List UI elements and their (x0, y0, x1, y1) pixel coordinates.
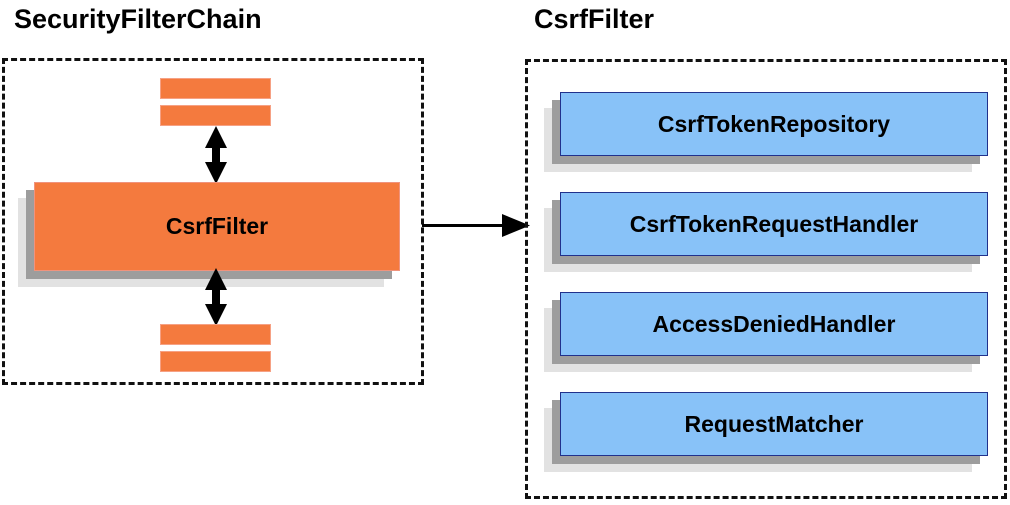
collaborator-request-matcher[interactable]: RequestMatcher (544, 392, 988, 472)
filter-bar-below-1 (160, 324, 271, 345)
collaborator-access-denied-handler[interactable]: AccessDeniedHandler (544, 292, 988, 372)
panel-title-security-filter-chain: SecurityFilterChain (14, 4, 262, 34)
group-box-security-filter-chain (2, 58, 424, 385)
arrow-above-icon (201, 126, 231, 184)
filter-bar-below-2 (160, 351, 271, 372)
expand-arrow-icon (422, 213, 530, 239)
collaborator-csrf-token-request-handler[interactable]: CsrfTokenRequestHandler (544, 192, 988, 272)
filter-bar-above-1 (160, 78, 271, 99)
block-csrf-filter[interactable]: CsrfFilter (18, 182, 400, 287)
block-csrf-filter-label: CsrfFilter (34, 182, 400, 271)
collaborator-label: CsrfTokenRequestHandler (560, 192, 988, 256)
collaborator-label: AccessDeniedHandler (560, 292, 988, 356)
collaborator-label: RequestMatcher (560, 392, 988, 456)
group-box-csrf-filter (525, 59, 1007, 499)
panel-title-csrf-filter: CsrfFilter (534, 4, 655, 34)
filter-bar-above-2 (160, 105, 271, 126)
collaborator-csrf-token-repository[interactable]: CsrfTokenRepository (544, 92, 988, 172)
collaborator-label: CsrfTokenRepository (560, 92, 988, 156)
arrow-below-icon (201, 268, 231, 326)
